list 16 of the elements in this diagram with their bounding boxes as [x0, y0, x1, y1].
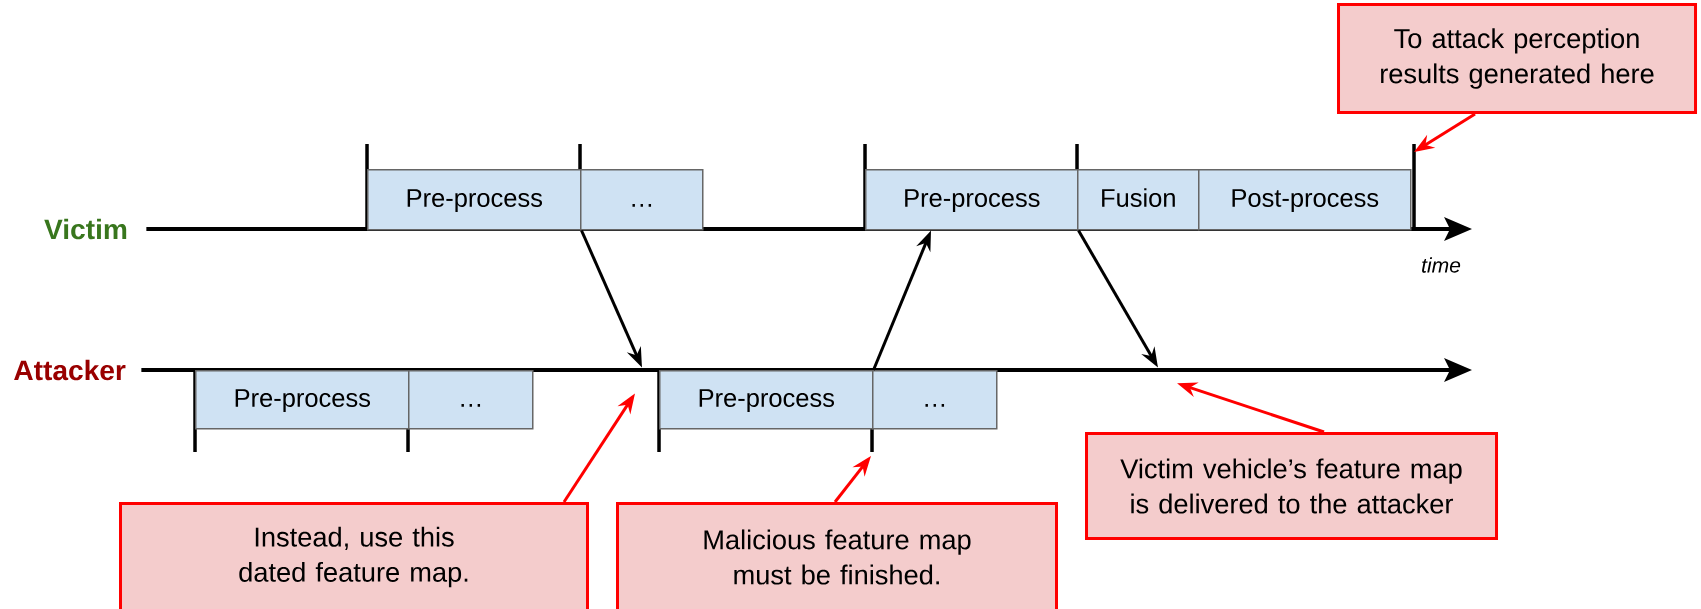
callout-box: Instead, use this dated feature map. [119, 502, 589, 609]
timeline-label: Attacker [14, 359, 126, 381]
callout-box: Malicious feature map must be finished. [616, 502, 1058, 609]
process-box: … [408, 370, 534, 430]
process-box: … [872, 370, 998, 430]
process-box: Post-process [1198, 169, 1412, 231]
timeline-label: Victim [44, 218, 127, 240]
process-box: Pre-process [195, 370, 410, 430]
callout-box: Victim vehicle’s feature map is delivered to the attacker [1085, 432, 1498, 540]
process-box: Pre-process [367, 169, 582, 231]
callout-box: To attack perception results generated here [1337, 3, 1697, 114]
axis-label: time [1419, 255, 1463, 275]
process-box: … [580, 169, 704, 231]
process-box: Fusion [1077, 169, 1200, 231]
process-box: Pre-process [659, 370, 874, 430]
process-box: Pre-process [865, 169, 1079, 231]
